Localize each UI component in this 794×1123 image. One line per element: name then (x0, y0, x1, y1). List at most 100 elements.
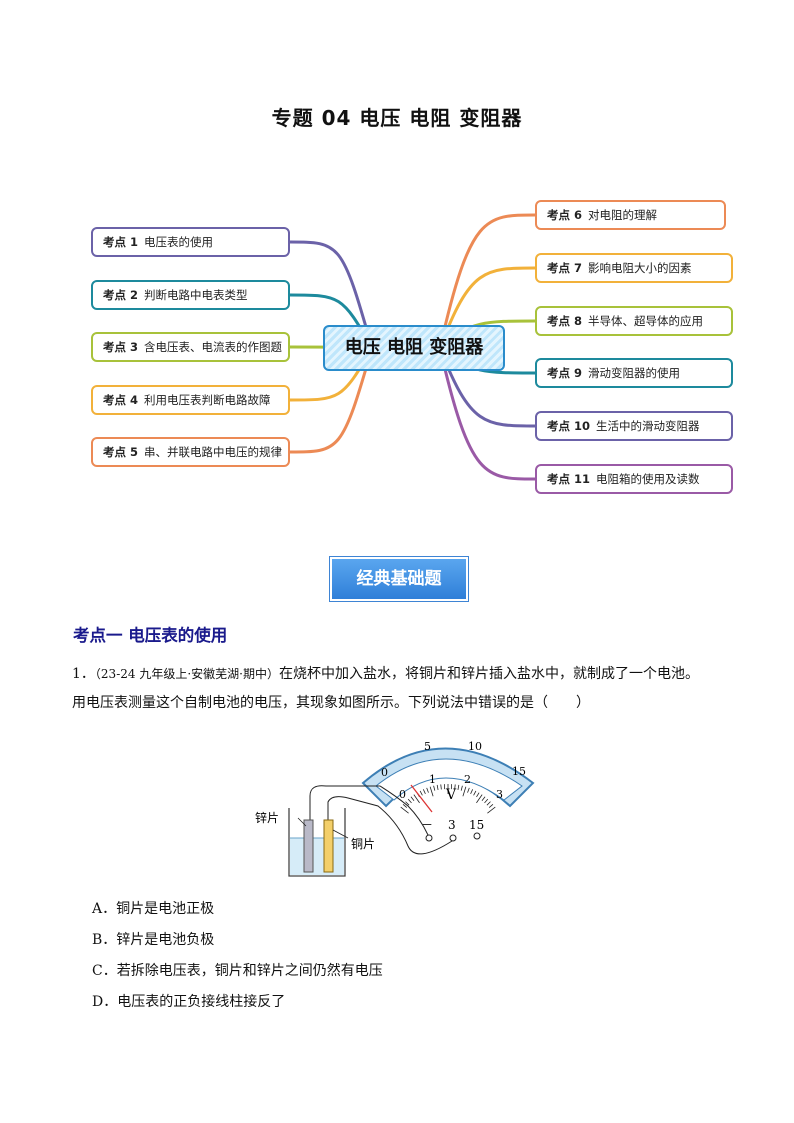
mindmap-node-right-1: 考点 6 对电阻的理解 (535, 200, 726, 230)
terminal-minus (425, 834, 433, 842)
scale-outer-0: 0 (381, 766, 388, 779)
mindmap-connector-right-6 (438, 346, 537, 481)
mindmap-node-left-1: 考点 1 电压表的使用 (91, 227, 290, 257)
meter-tick (473, 790, 477, 796)
mindmap-node-right-4: 考点 9 滑动变阻器的使用 (535, 358, 733, 388)
mindmap-node-number: 考点 8 (547, 314, 583, 328)
mindmap-node-label: 判断电路中电表类型 (144, 288, 248, 302)
mindmap-node-number: 考点 10 (547, 419, 591, 433)
mindmap-node-number: 考点 6 (547, 208, 583, 222)
section-banner: 经典基础题 (330, 557, 470, 605)
scale-inner-0: 0 (399, 788, 406, 801)
mindmap-node-number: 考点 2 (103, 288, 139, 302)
scale-outer-5: 5 (424, 740, 431, 753)
meter-tick (487, 806, 496, 814)
mindmap-node-left-3: 考点 3 含电压表、电流表的作图题 (91, 332, 290, 362)
question-source: （23-24 九年级上·安徽芜湖·期中） (94, 667, 279, 681)
terminal-3 (449, 834, 457, 842)
mindmap-node-right-3: 考点 8 半导体、超导体的应用 (535, 306, 733, 336)
scale-inner-3: 3 (496, 788, 503, 801)
question-1: 1．（23-24 九年级上·安徽芜湖·期中）在烧杯中加入盐水，将铜片和锌片插入盐… (72, 660, 732, 718)
mindmap-connector-right-2 (438, 266, 537, 350)
question-text-2: 用电压表测量这个自制电池的电压，其现象如图所示。下列说法中错误的是（ ） (72, 695, 590, 711)
voltmeter-battery-figure: 0 5 10 15 0 1 2 3 V － 3 15 锌片 铜片 (255, 740, 535, 877)
mindmap-node-number: 考点 7 (547, 261, 583, 275)
terminal-15 (473, 832, 481, 840)
meter-tick (440, 784, 442, 790)
scale-inner-1: 1 (429, 773, 436, 786)
meter-tick (405, 801, 410, 806)
meter-tick (400, 806, 409, 814)
mindmap-node-label: 电压表的使用 (144, 235, 214, 249)
copper-plate (323, 819, 334, 873)
option-b[interactable]: B．锌片是电池负极 (92, 932, 215, 948)
terminal-minus-label: － (421, 818, 433, 832)
mindmap-node-label: 含电压表、电流表的作图题 (144, 340, 283, 354)
mindmap-node-label: 电阻箱的使用及读数 (596, 472, 700, 486)
mindmap-node-number: 考点 3 (103, 340, 139, 354)
meter-tick (413, 794, 420, 804)
question-number: 1． (72, 666, 95, 682)
mindmap-node-right-5: 考点 10 生活中的滑动变阻器 (535, 411, 733, 441)
mindmap-node-label: 滑动变阻器的使用 (588, 366, 681, 380)
meter-tick (484, 798, 489, 804)
meter-tick (460, 785, 463, 791)
meter-tick (436, 784, 439, 790)
mindmap-connector-left-1 (288, 240, 374, 350)
mindmap-node-left-2: 考点 2 判断电路中电表类型 (91, 280, 290, 310)
mindmap-node-number: 考点 4 (103, 393, 139, 407)
unit-v: V (445, 787, 457, 803)
meter-ticks (400, 784, 496, 814)
meter-tick (481, 796, 486, 801)
mindmap-node-right-6: 考点 11 电阻箱的使用及读数 (535, 464, 733, 494)
meter-tick (422, 789, 426, 795)
meter-tick (486, 801, 491, 806)
mindmap-connector-right-1 (438, 213, 537, 350)
terminal-15-label: 15 (469, 818, 484, 832)
mindmap-connector-left-5 (288, 346, 374, 454)
option-d[interactable]: D．电压表的正负接线柱接反了 (92, 994, 286, 1010)
meter-tick (470, 789, 474, 795)
scale-inner-2: 2 (464, 773, 471, 786)
option-c[interactable]: C．若拆除电压表，铜片和锌片之间仍然有电压 (92, 963, 383, 979)
meter-tick (429, 786, 434, 797)
meter-tick (402, 803, 408, 808)
mindmap-node-label: 生活中的滑动变阻器 (596, 419, 700, 433)
mindmap-node-right-2: 考点 7 影响电阻大小的因素 (535, 253, 733, 283)
mindmap-node-number: 考点 1 (103, 235, 139, 249)
meter-tick (454, 784, 456, 790)
meter-tick (426, 787, 429, 793)
scale-outer-10: 10 (468, 740, 482, 753)
meter-tick (476, 794, 483, 804)
copper-label: 铜片 (351, 836, 375, 851)
scale-outer-15: 15 (512, 765, 526, 778)
mindmap-node-number: 考点 11 (547, 472, 591, 486)
terminal-3-label: 3 (448, 818, 456, 832)
mind-map-center: 电压 电阻 变阻器 (323, 325, 505, 371)
zinc-label: 锌片 (255, 811, 279, 825)
section-heading: 考点一 电压表的使用 (73, 626, 228, 645)
question-text-1: 在烧杯中加入盐水，将铜片和锌片插入盐水中，就制成了一个电池。 (278, 666, 699, 682)
meter-needle (410, 784, 433, 813)
mindmap-node-label: 影响电阻大小的因素 (588, 261, 692, 275)
page-title: 专题 04 电压 电阻 变阻器 (271, 106, 523, 130)
meter-tick (462, 786, 467, 797)
meter-tick (410, 796, 415, 801)
mindmap-node-label: 串、并联电路中电压的规律 (144, 445, 283, 459)
meter-tick (433, 785, 436, 791)
option-a[interactable]: A．铜片是电池正极 (92, 901, 215, 917)
meter-tick (476, 792, 480, 798)
mindmap-node-label: 半导体、超导体的应用 (588, 314, 704, 328)
zinc-plate (303, 819, 314, 873)
mindmap-node-label: 对电阻的理解 (588, 208, 658, 222)
meter-tick (419, 790, 423, 796)
meter-tick (457, 784, 460, 790)
mindmap-node-number: 考点 9 (547, 366, 583, 380)
meter-tick (467, 787, 470, 793)
banner-label: 经典基础题 (330, 557, 468, 601)
meter-tick (488, 803, 494, 808)
mindmap-connector-right-5 (438, 346, 537, 428)
meter-tick (407, 798, 412, 804)
